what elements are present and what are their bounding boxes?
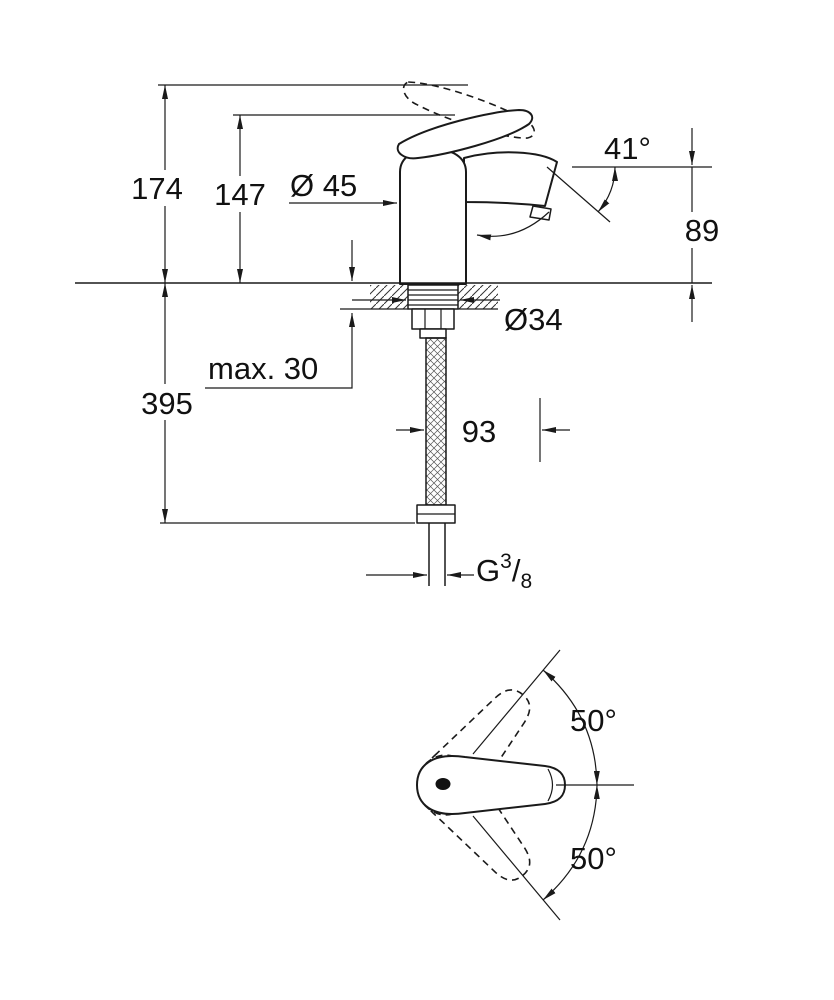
thread-slash: / <box>512 553 521 588</box>
halo-147 <box>207 176 273 212</box>
hose-length-label: 395 <box>141 386 193 421</box>
counter-hatch-right <box>458 285 498 309</box>
total-height-label: 174 <box>131 171 183 206</box>
flow-arrow <box>476 211 550 241</box>
mounting-nut <box>411 308 455 330</box>
nut-facets <box>424 309 442 329</box>
arc-50-lower <box>542 784 600 901</box>
halo-395 <box>131 384 203 420</box>
spout-outline <box>463 151 558 207</box>
hose-collar <box>419 328 447 339</box>
lower-angle-line <box>472 815 561 921</box>
dimension-annotations: 174 147 Ø 45 41° 89 Ø34 max. 30 395 93 <box>75 84 726 593</box>
projection-label: 93 <box>462 414 496 449</box>
counter-hatch-left <box>370 285 408 309</box>
lever-rest <box>396 109 534 160</box>
swivel-upper-label: 50° <box>570 703 617 738</box>
upper-angle-line <box>472 649 561 755</box>
under-counter-assembly <box>340 284 498 586</box>
thread-g: G <box>476 553 500 588</box>
body-diameter-label: Ø 45 <box>290 168 357 203</box>
swivel-lower-label: 50° <box>570 841 617 876</box>
thread-stub <box>428 523 446 586</box>
thread-size-label: G3/8 <box>476 550 532 593</box>
lever-height-label: 147 <box>214 177 266 212</box>
outlet-height-label: 89 <box>685 213 719 248</box>
faucet-side-view <box>396 52 558 285</box>
thread-denominator: 8 <box>520 570 532 593</box>
arc-50-upper <box>542 669 600 786</box>
lever-top-view: 50° 50° <box>404 649 634 921</box>
flex-hose <box>425 337 447 506</box>
shank-threads <box>408 289 458 306</box>
halo-89 <box>678 212 726 248</box>
angle-ref-line <box>546 166 611 223</box>
deck-thickness-label: max. 30 <box>208 351 318 386</box>
lever-angle-label: 41° <box>604 131 651 166</box>
arc-41 <box>597 166 618 213</box>
thread-numerator: 3 <box>500 550 512 573</box>
aerator <box>529 205 552 221</box>
hole-diameter-label: Ø34 <box>504 302 563 337</box>
dim-max30-leader <box>205 313 355 389</box>
faucet-body <box>399 148 467 285</box>
halo-174 <box>124 170 190 206</box>
lever-logo-dot <box>435 778 451 790</box>
